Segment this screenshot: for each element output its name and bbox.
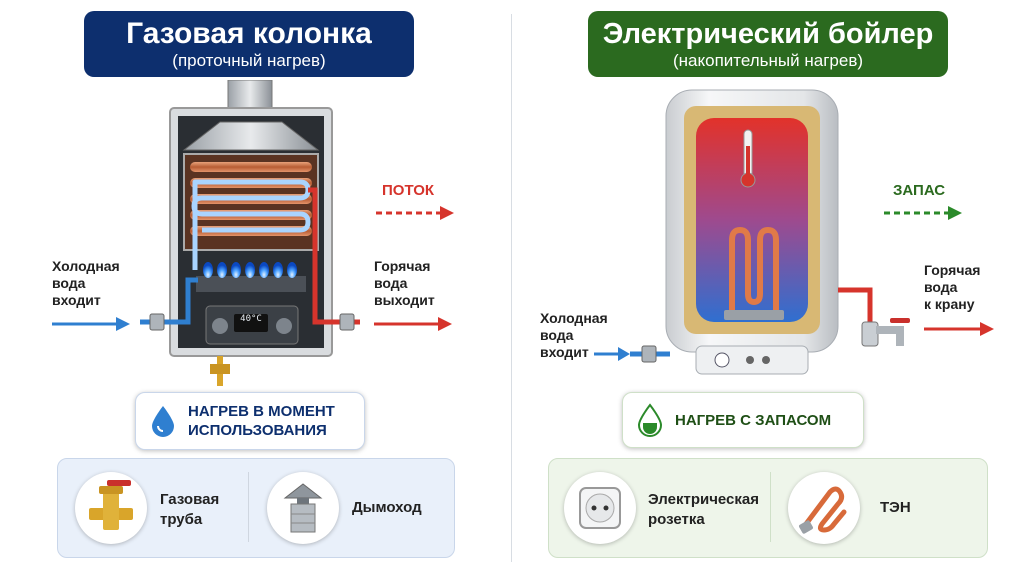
electric-badge-text: НАГРЕВ С ЗАПАСОМ [675, 411, 832, 429]
socket-circle [564, 472, 636, 544]
electric-cold-in-arrow [594, 347, 630, 361]
water-tank [696, 118, 808, 322]
water-coil [191, 179, 311, 270]
gas-valve-icon [89, 480, 133, 530]
gas-flames [203, 262, 297, 278]
water-drop-icon [152, 406, 174, 437]
center-divider [511, 14, 512, 562]
gas-title: Газовая колонка [126, 17, 372, 50]
gas-flow-arrow [376, 206, 454, 220]
gas-subtitle: (проточный нагрев) [172, 51, 326, 70]
electric-boiler-illustration [630, 89, 910, 375]
electric-item-label-1: ТЭН [880, 499, 911, 516]
gas-item-label-1: Дымоход [352, 499, 422, 516]
electric-title: Электрический бойлер [602, 18, 934, 50]
electric-panel-divider [770, 472, 771, 542]
gas-heater-illustration [140, 80, 360, 386]
gas-display-temp: 40°C [240, 314, 262, 324]
electric-flow-arrow [884, 206, 962, 220]
heating-element-icon [799, 486, 847, 534]
exhaust-hood [182, 121, 320, 151]
hot-outlet-pipe [838, 287, 873, 324]
gas-flow-label: ПОТОК [382, 182, 435, 199]
power-socket-icon [579, 487, 621, 529]
chimney-circle [267, 472, 339, 544]
flue-pipe [227, 80, 273, 111]
chimney-icon [283, 483, 323, 533]
heating-element [729, 226, 779, 310]
burner [196, 276, 306, 292]
electric-badge: НАГРЕВ С ЗАПАСОМ [622, 392, 864, 448]
faucet [861, 318, 910, 347]
gas-valve-circle [75, 472, 147, 544]
leaf-drop-icon [637, 403, 663, 437]
electric-title-box: Электрический бойлер (накопительный нагр… [588, 11, 948, 77]
electric-subtitle: (накопительный нагрев) [672, 51, 864, 70]
gas-title-box: Газовая колонка (проточный нагрев) [84, 11, 414, 77]
electric-hot-out-arrow [924, 322, 994, 336]
electric-flow-label: ЗАПАС [893, 182, 946, 199]
heating-element-circle [788, 472, 860, 544]
temperature-display [234, 314, 268, 332]
gas-cold-in-arrow [52, 317, 130, 331]
gas-hot-out-arrow [374, 317, 452, 331]
gas-panel-divider [248, 472, 249, 542]
